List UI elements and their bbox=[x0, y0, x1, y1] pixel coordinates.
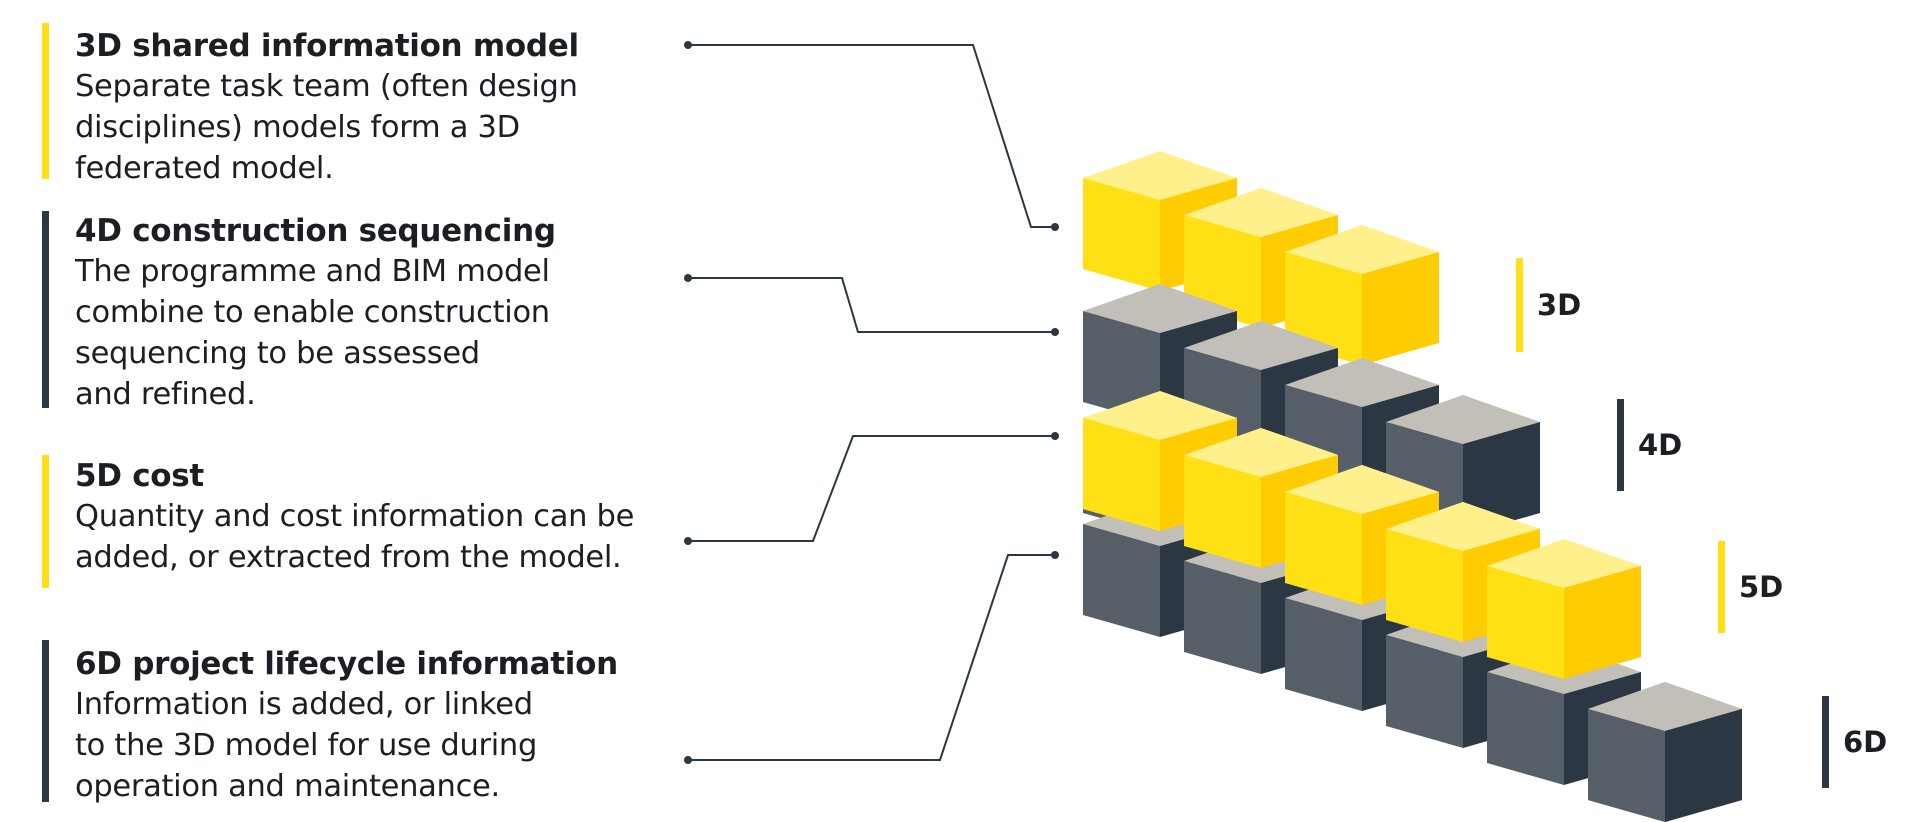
section-title-3d: 3D shared information model bbox=[75, 28, 579, 64]
dimension-label-3d: 3D bbox=[1537, 288, 1581, 322]
dimension-label-6d: 6D bbox=[1843, 725, 1887, 759]
section-title-4d: 4D construction sequencing bbox=[75, 213, 556, 249]
dimension-bar-5d bbox=[1718, 541, 1725, 633]
dimension-label-5d: 5D bbox=[1739, 570, 1783, 604]
section-5d-cost: 5D cost Quantity and cost information ca… bbox=[42, 455, 715, 588]
dimension-bar-3d bbox=[1516, 258, 1523, 352]
dimension-label-4d: 4D bbox=[1638, 428, 1682, 462]
cube-stack bbox=[1083, 151, 1742, 822]
connector-line-5d bbox=[688, 435, 1055, 542]
connector-dot-6d-end bbox=[1051, 551, 1059, 559]
dimension-bar-4d bbox=[1617, 399, 1624, 491]
connector-dot-4d-start bbox=[684, 274, 692, 282]
connector-line-4d bbox=[688, 277, 1055, 333]
connector-dot-3d-end bbox=[1051, 223, 1059, 231]
section-body-5d: Quantity and cost information can be add… bbox=[75, 499, 635, 575]
section-3d-shared-information-model: 3D shared information model Separate tas… bbox=[42, 23, 695, 186]
dimension-markers: 3D 4D 5D 6D bbox=[1516, 258, 1887, 788]
section-6d-project-lifecycle-information: 6D project lifecycle information Informa… bbox=[42, 640, 695, 804]
section-body-6d: Information is added, or linked to the 3… bbox=[75, 687, 538, 804]
section-4d-construction-sequencing: 4D construction sequencing The programme… bbox=[42, 211, 695, 412]
cube-6d-6 bbox=[1588, 682, 1742, 822]
section-title-5d: 5D cost bbox=[75, 458, 204, 494]
section-body-3d: Separate task team (often design discipl… bbox=[75, 69, 578, 186]
section-title-6d: 6D project lifecycle information bbox=[75, 646, 618, 682]
section-body-4d: The programme and BIM model combine to e… bbox=[75, 254, 550, 412]
connector-line-3d bbox=[688, 44, 1055, 228]
dimension-bar-6d bbox=[1822, 696, 1829, 788]
connector-dot-3d-start bbox=[684, 41, 692, 49]
cube-row-a-y-3 bbox=[1285, 225, 1439, 365]
connector-lines bbox=[684, 41, 1059, 764]
cube-5d-5 bbox=[1487, 539, 1641, 679]
connector-dot-5d-end bbox=[1051, 432, 1059, 440]
connector-line-6d bbox=[688, 554, 1055, 761]
connector-dot-4d-end bbox=[1051, 328, 1059, 336]
connector-dot-6d-start bbox=[684, 756, 692, 764]
connector-dot-5d-start bbox=[684, 537, 692, 545]
